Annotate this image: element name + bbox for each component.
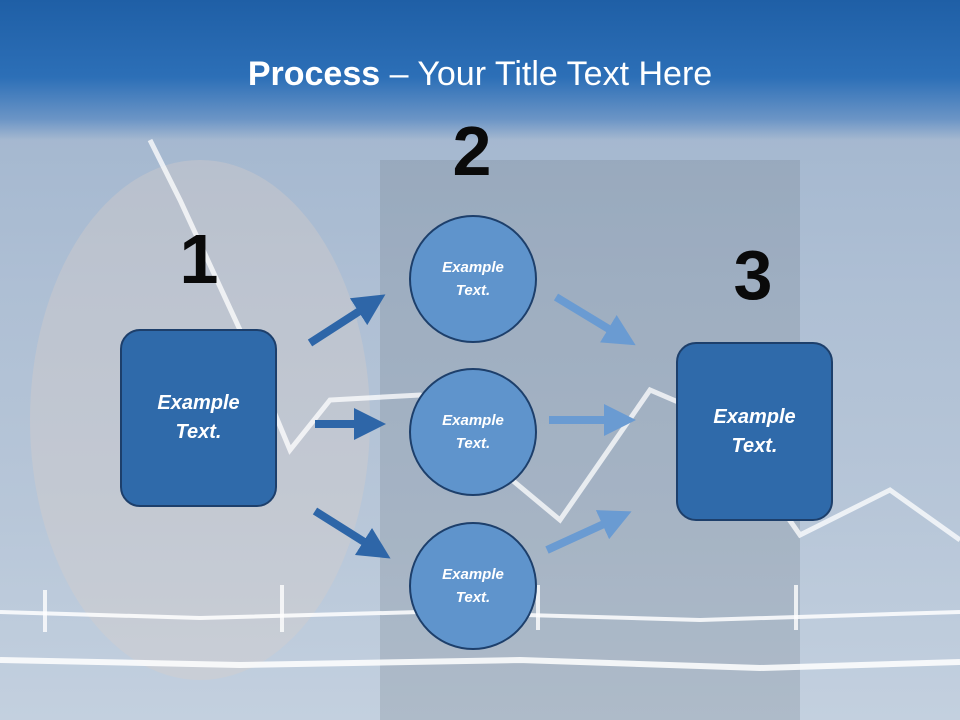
arrow-top-to-3 — [553, 293, 636, 346]
title-rest: – Your Title Text Here — [380, 55, 713, 93]
arrow-1-to-top — [307, 294, 386, 347]
title-banner — [0, 0, 960, 140]
step-3-text: Example Text. — [713, 405, 796, 457]
step-number-1: 1 — [179, 220, 219, 298]
middle-node-center[interactable]: Example Text. — [409, 368, 537, 496]
middle-node-top-text: Example Text. — [442, 259, 504, 299]
step-3-box[interactable]: Example Text. — [676, 342, 833, 521]
step-1-box[interactable]: Example Text. — [120, 329, 277, 507]
middle-node-center-text: Example Text. — [442, 412, 504, 452]
title-bold: Process — [247, 55, 381, 93]
middle-node-bottom[interactable]: Example Text. — [409, 522, 537, 650]
arrow-bottom-to-3 — [545, 510, 632, 554]
middle-node-top[interactable]: Example Text. — [409, 215, 537, 343]
slide-title: Process – Your Title Text Here — [0, 52, 960, 96]
arrow-1-to-bottom — [312, 507, 391, 559]
step-number-2: 2 — [452, 112, 492, 190]
step-number-3: 3 — [733, 236, 773, 314]
middle-node-bottom-text: Example Text. — [442, 566, 504, 606]
step-1-text: Example Text. — [157, 392, 240, 443]
